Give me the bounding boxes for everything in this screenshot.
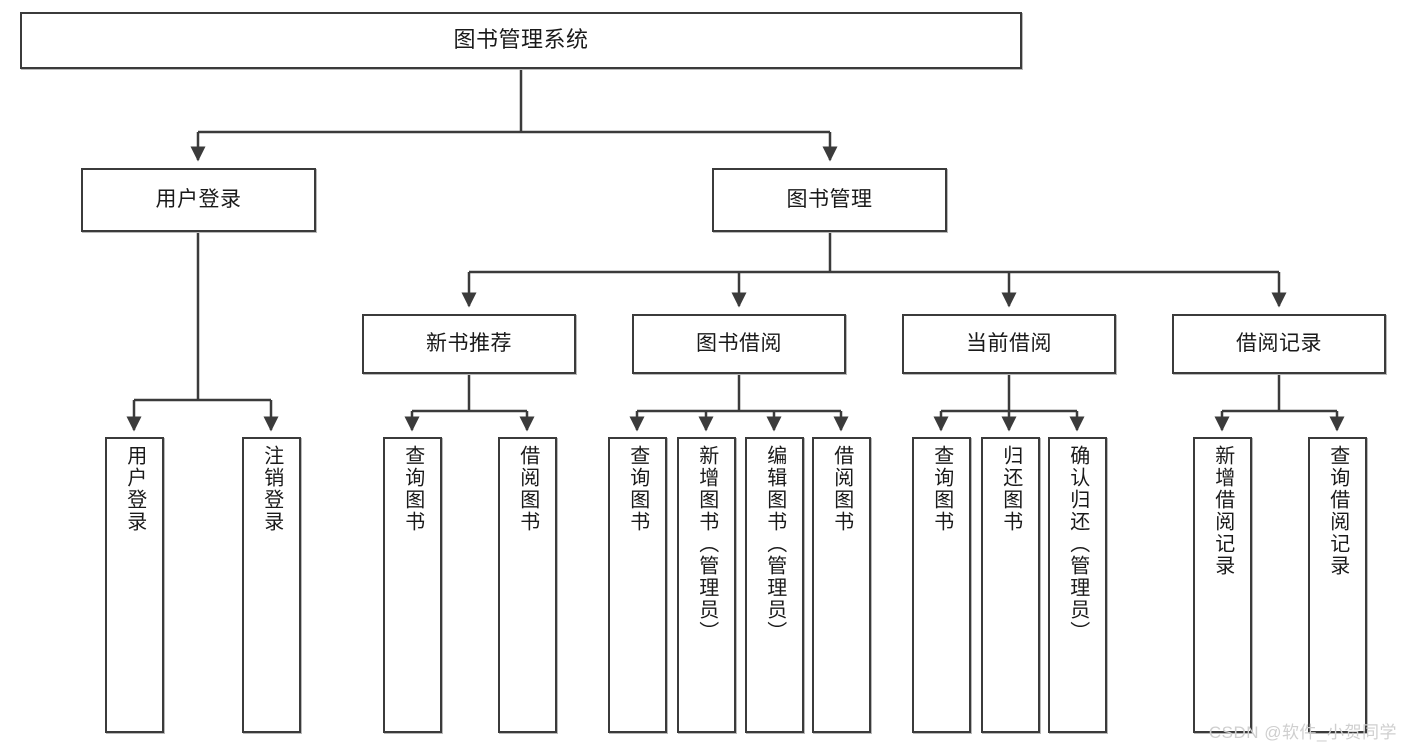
node-label: 借阅图书 [516, 445, 539, 533]
node-book-borrow[interactable]: 图书借阅 [632, 314, 846, 374]
node-label: 归还图书 [999, 445, 1022, 533]
leaf-borrow-add-book-admin[interactable]: 新增图书（管理员） [677, 437, 736, 733]
node-label: 新书推荐 [426, 332, 512, 356]
node-new-book-recommend[interactable]: 新书推荐 [362, 314, 576, 374]
node-label: 借阅图书 [830, 445, 853, 533]
node-label: 新增图书（管理员） [695, 445, 718, 643]
node-label: 当前借阅 [966, 332, 1052, 356]
node-label: 借阅记录 [1236, 332, 1322, 356]
node-label: 图书借阅 [696, 332, 782, 356]
node-label: 图书管理 [786, 188, 873, 212]
leaf-current-return-book[interactable]: 归还图书 [981, 437, 1040, 733]
node-label: 查询图书 [626, 445, 649, 533]
leaf-user-login-signin[interactable]: 用户登录 [105, 437, 164, 733]
node-current-borrow[interactable]: 当前借阅 [902, 314, 1116, 374]
node-label: 确认归还（管理员） [1066, 445, 1089, 643]
leaf-borrow-edit-book-admin[interactable]: 编辑图书（管理员） [745, 437, 804, 733]
node-user-login[interactable]: 用户登录 [81, 168, 316, 232]
watermark: CSDN @软件_小贺同学 [1208, 723, 1397, 742]
node-label: 用户登录 [155, 188, 242, 212]
node-label: 用户登录 [123, 445, 146, 533]
leaf-recommend-query-book[interactable]: 查询图书 [383, 437, 442, 733]
leaf-record-add-record[interactable]: 新增借阅记录 [1193, 437, 1252, 733]
leaf-current-query-book[interactable]: 查询图书 [912, 437, 971, 733]
node-book-management[interactable]: 图书管理 [712, 168, 947, 232]
node-label: 新增借阅记录 [1211, 445, 1234, 577]
node-label: 查询借阅记录 [1326, 445, 1349, 577]
node-root-system[interactable]: 图书管理系统 [20, 12, 1022, 69]
node-borrow-record[interactable]: 借阅记录 [1172, 314, 1386, 374]
leaf-current-confirm-return-admin[interactable]: 确认归还（管理员） [1048, 437, 1107, 733]
leaf-recommend-borrow-book[interactable]: 借阅图书 [498, 437, 557, 733]
node-label: 注销登录 [260, 445, 283, 533]
node-label: 查询图书 [930, 445, 953, 533]
leaf-user-login-signout[interactable]: 注销登录 [242, 437, 301, 733]
leaf-record-query-record[interactable]: 查询借阅记录 [1308, 437, 1367, 733]
node-label: 编辑图书（管理员） [763, 445, 786, 643]
node-label: 图书管理系统 [453, 27, 589, 53]
leaf-borrow-query-book[interactable]: 查询图书 [608, 437, 667, 733]
leaf-borrow-borrow-book[interactable]: 借阅图书 [812, 437, 871, 733]
node-label: 查询图书 [401, 445, 424, 533]
